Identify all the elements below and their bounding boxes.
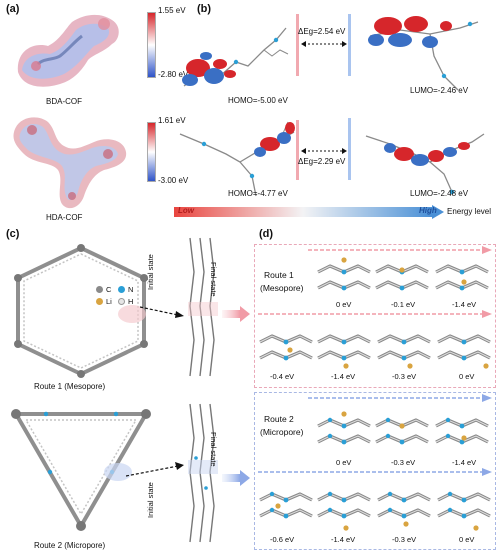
- route1-middle-arrow: [258, 310, 492, 318]
- r2-top-energy-1: -0.3 eV: [391, 458, 416, 467]
- panel-a-label: (a): [6, 3, 20, 15]
- r2-bottom-snapshot-1: [317, 491, 371, 531]
- route1-dashed-arrow: [140, 306, 184, 318]
- bda-cof-label: BDA-COF: [46, 97, 82, 106]
- nitrogen-legend-label: N: [128, 285, 134, 294]
- bda-homo-level-bar: [296, 14, 299, 76]
- bda-colorbar: [147, 12, 156, 78]
- r1-top-energy-1: -0.1 eV: [391, 300, 416, 309]
- r1-bottom-snapshot-0: [259, 334, 313, 361]
- panel-d-label: (d): [259, 228, 274, 240]
- r2-bottom-energy-0: -0.6 eV: [270, 535, 295, 544]
- route1-final-state: Final state: [209, 262, 218, 297]
- bda-scale-min: -2.80 eV: [158, 70, 189, 79]
- hda-scale-min: -3.00 eV: [158, 176, 189, 185]
- carbon-legend-swatch: [96, 286, 103, 293]
- hda-lumo-orbital: [365, 133, 485, 195]
- route2-initial-state: Initial state: [146, 482, 155, 518]
- r1-top-snapshot-1: [375, 264, 429, 291]
- mesopore-hexagonal-framework: [14, 244, 148, 378]
- hda-homo-orbital: [179, 121, 295, 197]
- hda-scale-max: 1.61 eV: [158, 116, 186, 125]
- r1-bottom-energy-3: 0 eV: [459, 372, 475, 381]
- route2-subtitle: (Micropore): [260, 427, 304, 437]
- route2-label: Route 2 (Micropore): [34, 541, 106, 550]
- r1-bottom-snapshot-1: [317, 334, 371, 369]
- atom-legend: C N Li H: [96, 284, 148, 314]
- r2-top-snapshot-1: [375, 417, 429, 445]
- hda-gap-label: ΔEg=2.29 eV: [298, 157, 346, 166]
- r2-bottom-snapshot-3: [437, 491, 491, 531]
- r1-bottom-energy-2: -0.3 eV: [392, 372, 417, 381]
- route2-final-state: Final state: [209, 432, 218, 467]
- hda-cof-esp-surface: [13, 117, 127, 209]
- bda-scale-max: 1.55 eV: [158, 6, 186, 15]
- r2-bottom-snapshot-0: [259, 491, 313, 519]
- r2-top-snapshot-2: [435, 417, 489, 445]
- hda-lumo-label: LUMO=-2.48 eV: [410, 189, 469, 198]
- lithium-legend-swatch: [96, 298, 103, 305]
- route2-stacked-layers: [188, 403, 218, 543]
- bda-homo-orbital: [182, 27, 289, 87]
- route1-top-arrow: [308, 246, 492, 254]
- route2-top-arrow: [308, 394, 492, 402]
- hydrogen-legend-swatch: [118, 298, 125, 305]
- energy-level-label: Energy level: [447, 207, 492, 216]
- bda-gap-label: ΔEg=2.54 eV: [298, 27, 346, 36]
- route2-box: [254, 392, 496, 550]
- r2-bottom-energy-1: -1.4 eV: [331, 535, 356, 544]
- bda-lumo-label: LUMO=-2.46 eV: [410, 86, 469, 95]
- route2-to-d-arrow: [222, 470, 250, 486]
- panel-b-label: (b): [197, 3, 212, 15]
- route1-stacked-layers: [188, 237, 218, 377]
- r1-top-snapshot-0: [317, 257, 371, 291]
- route2-middle-arrow: [258, 468, 492, 476]
- route1-subtitle: (Mesopore): [260, 283, 304, 293]
- r2-top-snapshot-0: [317, 411, 371, 445]
- hda-colorbar: [147, 122, 156, 182]
- route2-dashed-arrow: [126, 462, 184, 477]
- hda-homo-level-bar: [296, 120, 299, 180]
- r1-top-energy-0: 0 eV: [336, 300, 352, 309]
- r1-top-snapshot-2: [435, 264, 489, 291]
- lithium-legend-label: Li: [106, 297, 112, 306]
- r1-bottom-energy-0: -0.4 eV: [270, 372, 295, 381]
- r1-bottom-energy-1: -1.4 eV: [331, 372, 356, 381]
- route1-label: Route 1 (Mesopore): [34, 382, 106, 391]
- r2-bottom-energy-3: 0 eV: [459, 535, 475, 544]
- panel-c-label: (c): [6, 228, 20, 240]
- r2-top-energy-0: 0 eV: [336, 458, 352, 467]
- r1-top-energy-2: -1.4 eV: [452, 300, 477, 309]
- r2-bottom-energy-2: -0.3 eV: [392, 535, 417, 544]
- route1-to-d-arrow: [222, 306, 250, 322]
- r1-bottom-snapshot-2: [377, 334, 431, 369]
- route1-title: Route 1: [264, 270, 294, 280]
- bda-lumo-level-bar: [348, 14, 351, 76]
- bda-cof-esp-surface: [17, 14, 119, 87]
- bda-homo-label: HOMO=-5.00 eV: [228, 96, 288, 105]
- nitrogen-legend-swatch: [118, 286, 125, 293]
- hda-homo-label: HOMO=-4.77 eV: [228, 189, 288, 198]
- r2-top-energy-2: -1.4 eV: [452, 458, 477, 467]
- energy-level-gradient-bar: [174, 205, 444, 219]
- route1-box: [254, 244, 496, 388]
- hda-cof-label: HDA-COF: [46, 213, 83, 222]
- route2-title: Route 2: [264, 414, 294, 424]
- r2-bottom-snapshot-2: [377, 491, 431, 527]
- bda-gap-arrow: [301, 41, 347, 47]
- hda-lumo-level-bar: [348, 118, 351, 180]
- energy-high-label: High: [419, 206, 437, 215]
- route1-initial-state: Initial state: [146, 254, 155, 290]
- hydrogen-legend-label: H: [128, 297, 134, 306]
- bda-lumo-orbital: [368, 16, 479, 91]
- hda-gap-arrow: [301, 148, 347, 154]
- carbon-legend-label: C: [106, 285, 112, 294]
- r1-bottom-snapshot-3: [437, 334, 491, 369]
- energy-low-label: Low: [178, 206, 194, 215]
- micropore-triangular-framework: [11, 409, 151, 531]
